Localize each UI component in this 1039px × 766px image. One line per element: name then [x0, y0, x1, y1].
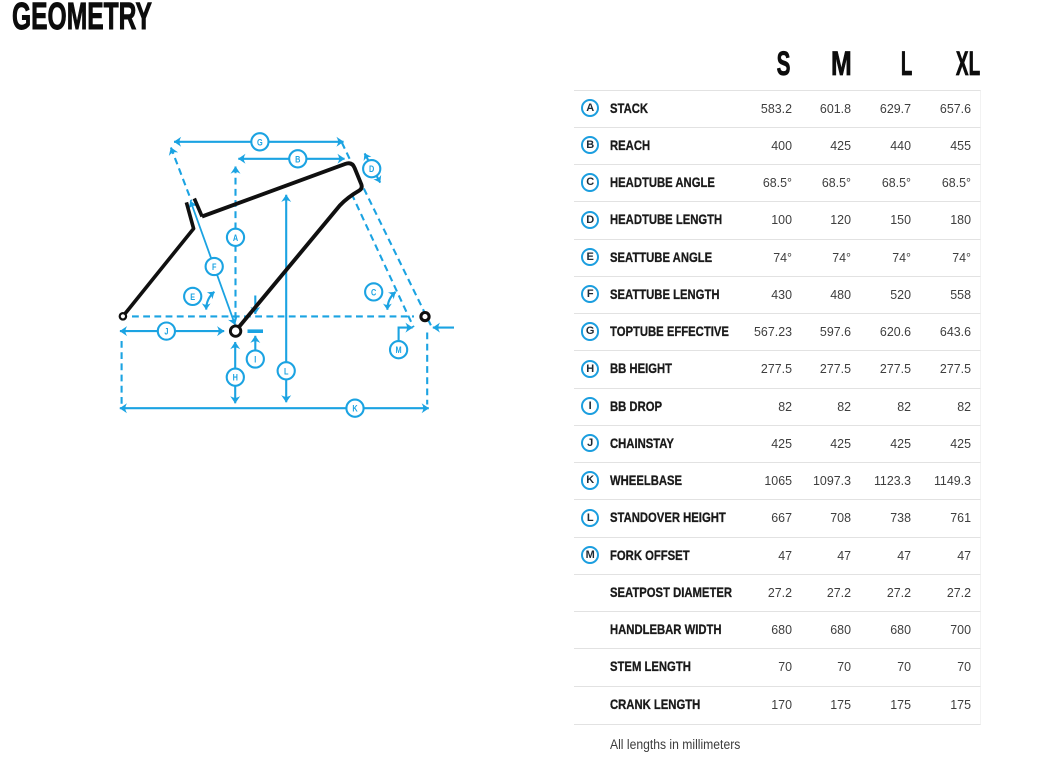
- svg-text:C: C: [371, 286, 376, 297]
- svg-text:G: G: [257, 136, 263, 147]
- svg-text:K: K: [352, 403, 357, 414]
- svg-text:M: M: [396, 344, 402, 355]
- svg-text:J: J: [164, 326, 168, 337]
- svg-text:A: A: [233, 232, 238, 243]
- svg-text:H: H: [233, 372, 238, 383]
- svg-text:F: F: [212, 261, 217, 272]
- svg-text:L: L: [284, 365, 289, 376]
- svg-text:E: E: [190, 291, 195, 302]
- svg-text:B: B: [295, 153, 300, 164]
- svg-text:I: I: [254, 354, 256, 365]
- svg-text:D: D: [369, 163, 374, 174]
